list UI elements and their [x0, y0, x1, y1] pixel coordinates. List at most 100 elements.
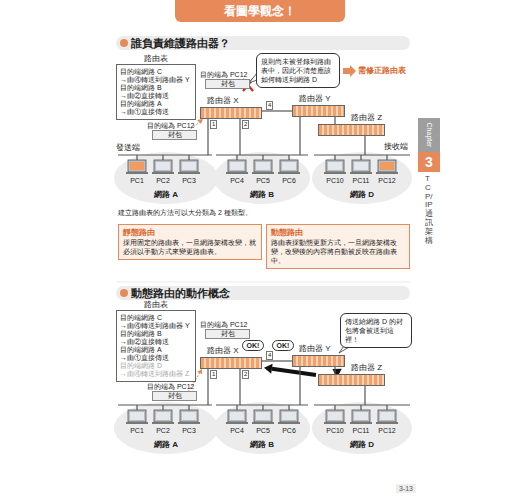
node-text: 目的端網路 C	[120, 314, 192, 322]
packet-box: 目的端為 PC12封包	[205, 79, 250, 89]
node-text: 目的端網路 D	[120, 362, 192, 370]
network-label: 網路 A	[154, 190, 178, 200]
node-text: OK!	[243, 341, 263, 350]
info-box: 靜態路由採用固定的路由表，一旦網路架構改變，就必須以手動方式來變更路由表。	[118, 224, 262, 260]
node-text: 路由器 X	[207, 346, 239, 356]
node-text: 3	[418, 152, 440, 172]
router-box: 路由器 X	[200, 357, 262, 369]
router-box: 路由器 Z	[318, 124, 385, 136]
node-text: 看圖學觀念！	[175, 0, 345, 22]
node-text: 靜態路由	[123, 228, 257, 238]
pc-label: PC6	[282, 176, 296, 185]
node-text: 路由器 Z	[351, 363, 382, 373]
pc-label: PC10	[326, 176, 344, 185]
network-label: 網路 D	[350, 440, 374, 450]
ok-bubble: OK!	[272, 340, 294, 351]
body-text: 建立路由表的方法可以大分類為 2 種類型。	[118, 208, 252, 217]
node-text: 傳送給網路 D 的封包將會被送到這裡！	[345, 317, 407, 344]
note-label: 需修正路由表	[358, 66, 406, 76]
chapter-tab: Chapter3TCP/IP 通訊架構	[418, 118, 440, 245]
node-text: →由②直接轉送	[120, 338, 192, 346]
node-text: 目的端網路 C	[120, 68, 192, 76]
pc-label: PC12	[378, 426, 396, 435]
port-number: 1	[210, 370, 217, 379]
pc-label: PC2	[156, 176, 170, 185]
port-number: 2	[242, 370, 249, 379]
node-text: 封包	[206, 330, 249, 338]
node-text: 目的端網路 A	[120, 346, 192, 354]
routing-table: 路由表目的端網路 C→由④轉送到路由器 Y目的端網路 B→由②直接轉送目的端網路…	[116, 64, 196, 120]
page-number: 3-13	[396, 484, 416, 493]
network-label: 網路 D	[350, 190, 374, 200]
network-label: 網路 B	[250, 440, 274, 450]
node-text: 目的端網路 B	[120, 84, 192, 92]
pc-label: PC3	[182, 176, 196, 185]
section-heading: 動態路由的動作概念	[116, 286, 410, 300]
ok-bubble: OK!	[242, 340, 264, 351]
routing-table: 路由表目的端網路 C→由④轉送到路由器 Y目的端網路 B→由②直接轉送目的端網路…	[116, 310, 196, 382]
pc-label: PC1	[130, 176, 144, 185]
node-text: 封包	[153, 131, 196, 139]
network-label: 網路 A	[154, 440, 178, 450]
node-text: 目的端網路 B	[120, 330, 192, 338]
speech-callout: 規則尚未被登錄到路由表中，因此不清楚應該如何轉送到網路 D	[256, 53, 340, 88]
node-text: 封包	[206, 80, 249, 88]
pc-label: PC5	[256, 176, 270, 185]
node-text: →由①直接傳送	[120, 108, 192, 116]
port-number: 4	[266, 101, 273, 110]
role-label: 接收端	[384, 142, 408, 152]
pc-label: PC1	[130, 426, 144, 435]
node-text: 動態路由	[271, 228, 405, 238]
port-number: 1	[210, 120, 217, 129]
node-text: 目的端為 PC12	[200, 320, 247, 329]
node-text: 路由表	[117, 54, 195, 64]
pc-label: PC10	[326, 426, 344, 435]
pc-label: PC4	[230, 176, 244, 185]
router-box: 路由器 X	[200, 107, 262, 119]
packet-box: 目的端為 PC12封包	[152, 130, 197, 140]
node-text: 目的端為 PC12	[147, 382, 194, 391]
info-box: 動態路由路由表採動態更新方式，一旦網路架構改變，改變後的內容將自動被反映在路由表…	[266, 224, 410, 269]
role-label: 發送端	[116, 143, 140, 153]
router-box: 路由器 Y	[292, 105, 345, 117]
node-text: 路由器 Y	[299, 94, 331, 104]
pc-label: PC11	[353, 176, 370, 185]
arrow-line	[272, 369, 316, 375]
pc-label: PC6	[282, 426, 296, 435]
node-text: 動態路由的動作概念	[131, 286, 410, 300]
node-text: 路由表採動態更新方式，一旦網路架構改變，改變後的內容將自動被反映在路由表中。	[271, 238, 405, 265]
port-number: 2	[242, 120, 249, 129]
node-text: 採用固定的路由表，一旦網路架構改變，就必須以手動方式來變更路由表。	[123, 238, 257, 256]
port-number: 4	[266, 351, 273, 360]
node-text: 目的端為 PC12	[200, 70, 247, 79]
node-text: →由①直接傳送	[120, 354, 192, 362]
node-text: 路由表	[117, 300, 195, 310]
pc-label: PC3	[182, 426, 196, 435]
network-label: 網路 B	[250, 190, 274, 200]
node-text: →由④轉送到路由器 Y	[120, 322, 192, 330]
node-text: Chapter	[418, 118, 440, 152]
pc-label: PC5	[256, 426, 270, 435]
node-text: →由④轉送到路由器 Y	[120, 76, 192, 84]
node-text: 規則尚未被登錄到路由表中，因此不清楚應該如何轉送到網路 D	[261, 57, 335, 84]
packet-box: 目的端為 PC12封包	[152, 391, 197, 401]
arrow-head	[264, 364, 273, 374]
node-text: OK!	[273, 341, 293, 350]
node-text: →由②直接轉送	[120, 92, 192, 100]
node-text: 路由器 Z	[351, 113, 382, 123]
node-text: 目的端網路 A	[120, 100, 192, 108]
node-text: 誰負責維護路由器？	[131, 36, 410, 50]
page-banner: 看圖學觀念！	[175, 0, 345, 22]
router-box: 路由器 Z	[318, 374, 385, 386]
section-heading: 誰負責維護路由器？	[116, 36, 410, 50]
node-text: 封包	[153, 392, 196, 400]
node-text: →由④轉送到路由器 Z	[120, 370, 192, 378]
pc-label: PC11	[353, 426, 370, 435]
pc-label: PC12	[378, 176, 396, 185]
node-text: 路由器 Y	[299, 344, 331, 354]
node-text: 目的端為 PC12	[147, 121, 194, 130]
router-box: 路由器 Y	[292, 355, 345, 367]
node-text: TCP/IP 通訊架構	[425, 175, 433, 245]
speech-callout: 傳送給網路 D 的封包將會被送到這裡！	[340, 313, 412, 348]
packet-box: 目的端為 PC12封包	[205, 329, 250, 339]
